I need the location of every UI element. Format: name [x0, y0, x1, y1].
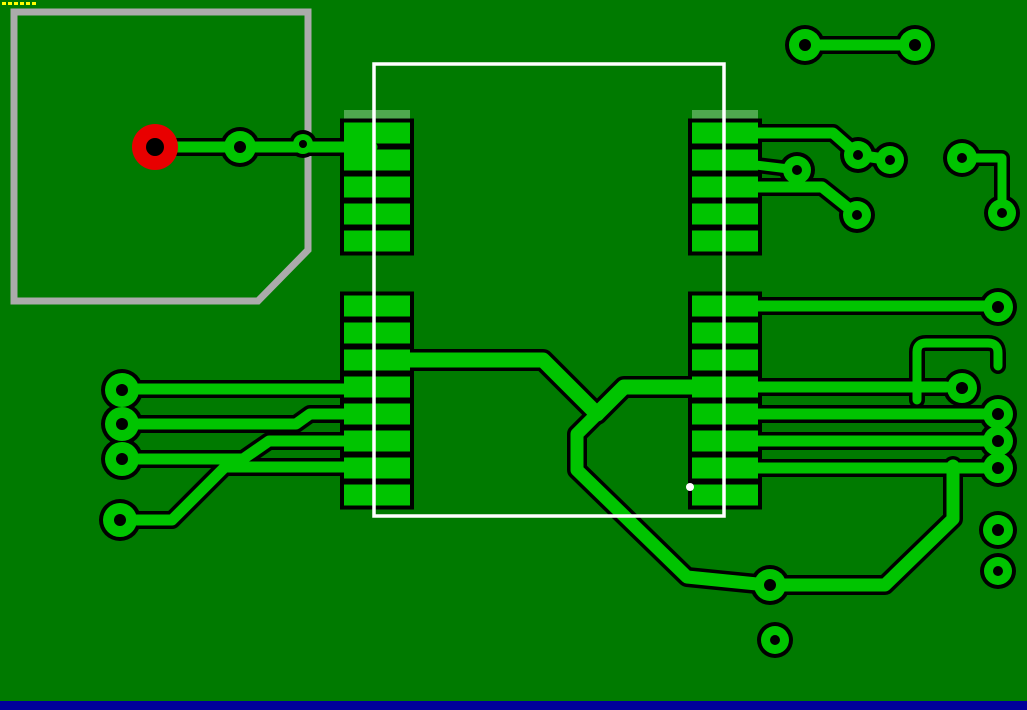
smd-pad[interactable]	[344, 322, 410, 344]
via-hole	[992, 462, 1004, 474]
smd-pad[interactable]	[344, 349, 410, 371]
via-hole	[299, 140, 307, 148]
via-hole	[992, 301, 1004, 313]
ruler-origin-tick	[8, 2, 12, 5]
via-hole	[993, 566, 1003, 576]
ruler-origin-tick	[20, 2, 24, 5]
smd-pad[interactable]	[344, 295, 410, 317]
silkscreen-dot	[686, 483, 694, 491]
smd-pad[interactable]	[344, 430, 410, 452]
via-hole	[997, 208, 1007, 218]
smd-pad[interactable]	[344, 203, 410, 225]
smd-pad[interactable]	[344, 403, 410, 425]
copper-trace[interactable]	[114, 461, 376, 526]
via-hole	[116, 418, 128, 430]
smd-pad[interactable]	[344, 376, 410, 398]
smd-pad[interactable]	[344, 484, 410, 506]
component-silkscreen[interactable]	[372, 62, 726, 518]
copper-trace[interactable]	[116, 408, 376, 430]
via-hole	[792, 165, 802, 175]
smd-pad[interactable]	[344, 457, 410, 479]
via-hole	[992, 435, 1004, 447]
smd-pad[interactable]	[344, 230, 410, 252]
via-hole	[885, 155, 895, 165]
ruler-origin-tick	[2, 2, 6, 5]
smd-pad[interactable]	[344, 122, 410, 144]
via-hole	[956, 382, 968, 394]
copper-trace[interactable]	[570, 407, 764, 591]
copper-trace[interactable]	[912, 338, 1003, 405]
smd-pad[interactable]	[344, 176, 410, 198]
via-hole	[114, 514, 126, 526]
via-hole	[853, 150, 863, 160]
via-hole	[116, 453, 128, 465]
via-hole	[764, 579, 776, 591]
via-hole	[116, 384, 128, 396]
copper-trace[interactable]	[116, 435, 376, 465]
via-hole	[234, 141, 246, 153]
smd-pad[interactable]	[344, 149, 410, 171]
ruler-origin-tick	[32, 2, 36, 5]
via-hole	[799, 39, 811, 51]
bottom-bar	[0, 701, 1027, 710]
copper-trace[interactable]	[763, 459, 960, 592]
copper-trace[interactable]	[394, 352, 605, 422]
via-hole	[909, 39, 921, 51]
via-hole	[992, 408, 1004, 420]
copper-trace[interactable]	[589, 379, 723, 422]
board-outline[interactable]	[10, 8, 312, 305]
via-hole	[770, 635, 780, 645]
via-hole	[992, 524, 1004, 536]
ruler-origin-tick	[14, 2, 18, 5]
highlighted-pad-hole	[146, 138, 164, 156]
via-hole	[957, 153, 967, 163]
via-hole	[852, 210, 862, 220]
ruler-origin-tick	[26, 2, 30, 5]
